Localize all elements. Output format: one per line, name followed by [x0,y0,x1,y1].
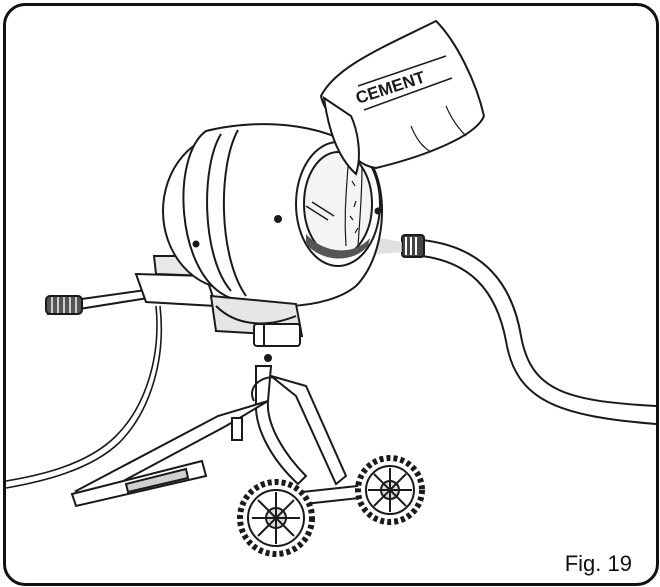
figure-caption: Fig. 19 [564,551,632,576]
cement-bag-icon: CEMENT [319,19,486,176]
wheel-icon [237,479,315,557]
wheel-icon [355,455,425,525]
mixer-stand [70,365,380,508]
figure-frame: CEMENT [3,3,659,586]
water-hose-icon [358,234,656,425]
cement-stream [344,165,363,247]
mixer-illustration: CEMENT [6,19,656,557]
power-cord [6,305,163,489]
